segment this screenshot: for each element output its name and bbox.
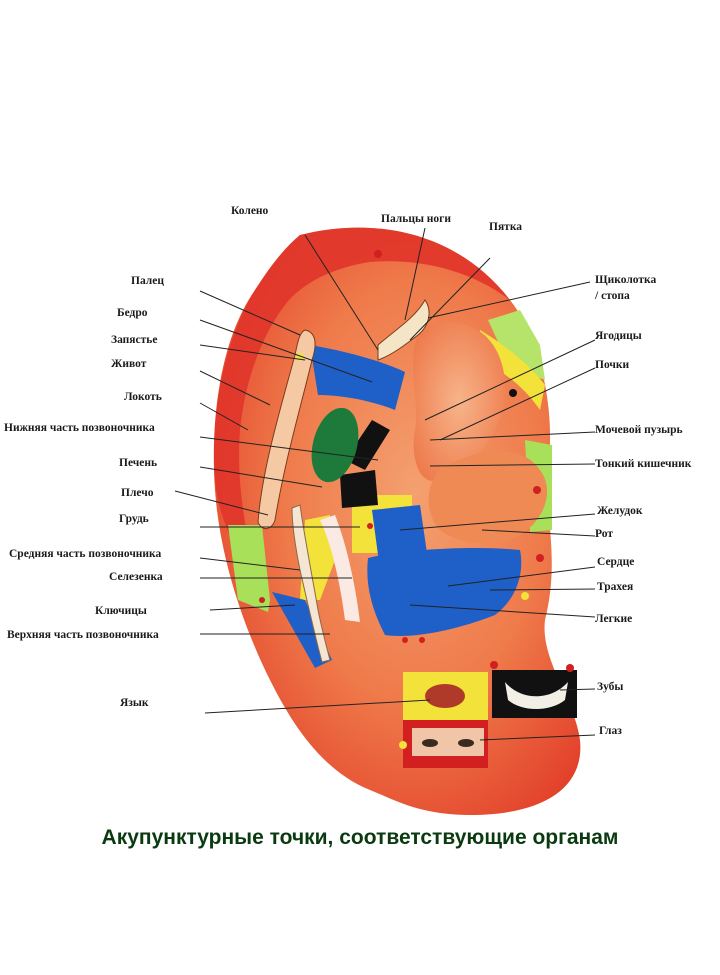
- yellow-zone-top-right: [480, 330, 545, 410]
- point-right-2: [536, 554, 544, 562]
- diagram-caption: Акупунктурные точки, соответствующие орг…: [101, 826, 619, 849]
- label-trakheya: Трахея: [597, 581, 633, 593]
- label-shchikolotka-1: Щиколотка: [595, 274, 656, 286]
- label-pyatka: Пятка: [489, 221, 522, 233]
- eye-left: [422, 739, 438, 747]
- label-yagoditsy: Ягодицы: [595, 330, 642, 342]
- label-rot: Рот: [595, 528, 613, 540]
- label-palets: Палец: [131, 275, 164, 287]
- teeth-image: [505, 682, 568, 709]
- eye-right: [458, 739, 474, 747]
- label-grud: Грудь: [119, 513, 149, 525]
- green-zone-right-top: [488, 310, 545, 380]
- green-zone-left: [228, 525, 270, 612]
- label-koleno: Колено: [231, 205, 269, 217]
- label-yazyk: Язык: [120, 697, 149, 709]
- antihelix-strip: [320, 515, 360, 622]
- label-selezenka: Селезенка: [109, 571, 163, 583]
- point-lobe-1: [490, 661, 498, 669]
- point-eye: [399, 741, 407, 749]
- point-kidney: [509, 389, 517, 397]
- point-right-3: [521, 592, 529, 600]
- label-pechen: Печень: [119, 457, 157, 469]
- point-left-3: [402, 637, 408, 643]
- label-paltsy-nogi: Пальцы ноги: [381, 213, 451, 225]
- concha: [413, 322, 506, 482]
- point-top: [374, 250, 382, 258]
- label-zapyaste: Запястье: [111, 334, 157, 346]
- leader-lines: [174, 227, 596, 741]
- label-glaz: Глаз: [599, 725, 622, 737]
- label-tonkiy-kishechnik: Тонкий кишечник: [595, 458, 692, 470]
- label-zhivot: Живот: [111, 358, 147, 370]
- point-right-1: [533, 486, 541, 494]
- label-plecho: Плечо: [121, 487, 154, 499]
- point-left-2: [367, 523, 373, 529]
- point-left-1: [259, 597, 265, 603]
- label-verkhnyaya-pozv: Верхняя часть позвоночника: [7, 629, 159, 641]
- black-zone-2: [340, 470, 378, 508]
- label-lokot: Локоть: [124, 391, 162, 403]
- label-nizhnyaya-pozv: Нижняя часть позвоночника: [4, 422, 155, 434]
- label-pochki: Почки: [595, 359, 630, 371]
- label-zheludok: Желудок: [597, 505, 643, 517]
- label-serdtse: Сердце: [597, 556, 634, 568]
- blue-zone-clavicle: [272, 592, 332, 668]
- label-klyuchitsy: Ключицы: [95, 605, 147, 617]
- label-legkie: Легкие: [595, 613, 632, 625]
- label-bedro: Бедро: [117, 307, 148, 319]
- point-left-4: [419, 637, 425, 643]
- spine-shape: [291, 504, 331, 663]
- point-lobe-2: [566, 664, 574, 672]
- tongue-image: [425, 684, 465, 708]
- blue-zone-lower: [367, 547, 522, 636]
- label-zuby: Зубы: [597, 681, 623, 693]
- label-shchikolotka-2: / стопа: [594, 290, 630, 302]
- label-mochevoy-puzyr: Мочевой пузырь: [595, 424, 683, 436]
- blue-zone-abdomen: [310, 345, 405, 410]
- liver-organ: [311, 407, 359, 483]
- blue-zone-stomach: [372, 505, 428, 570]
- label-srednyaya-pozv: Средняя часть позвоночника: [9, 548, 162, 560]
